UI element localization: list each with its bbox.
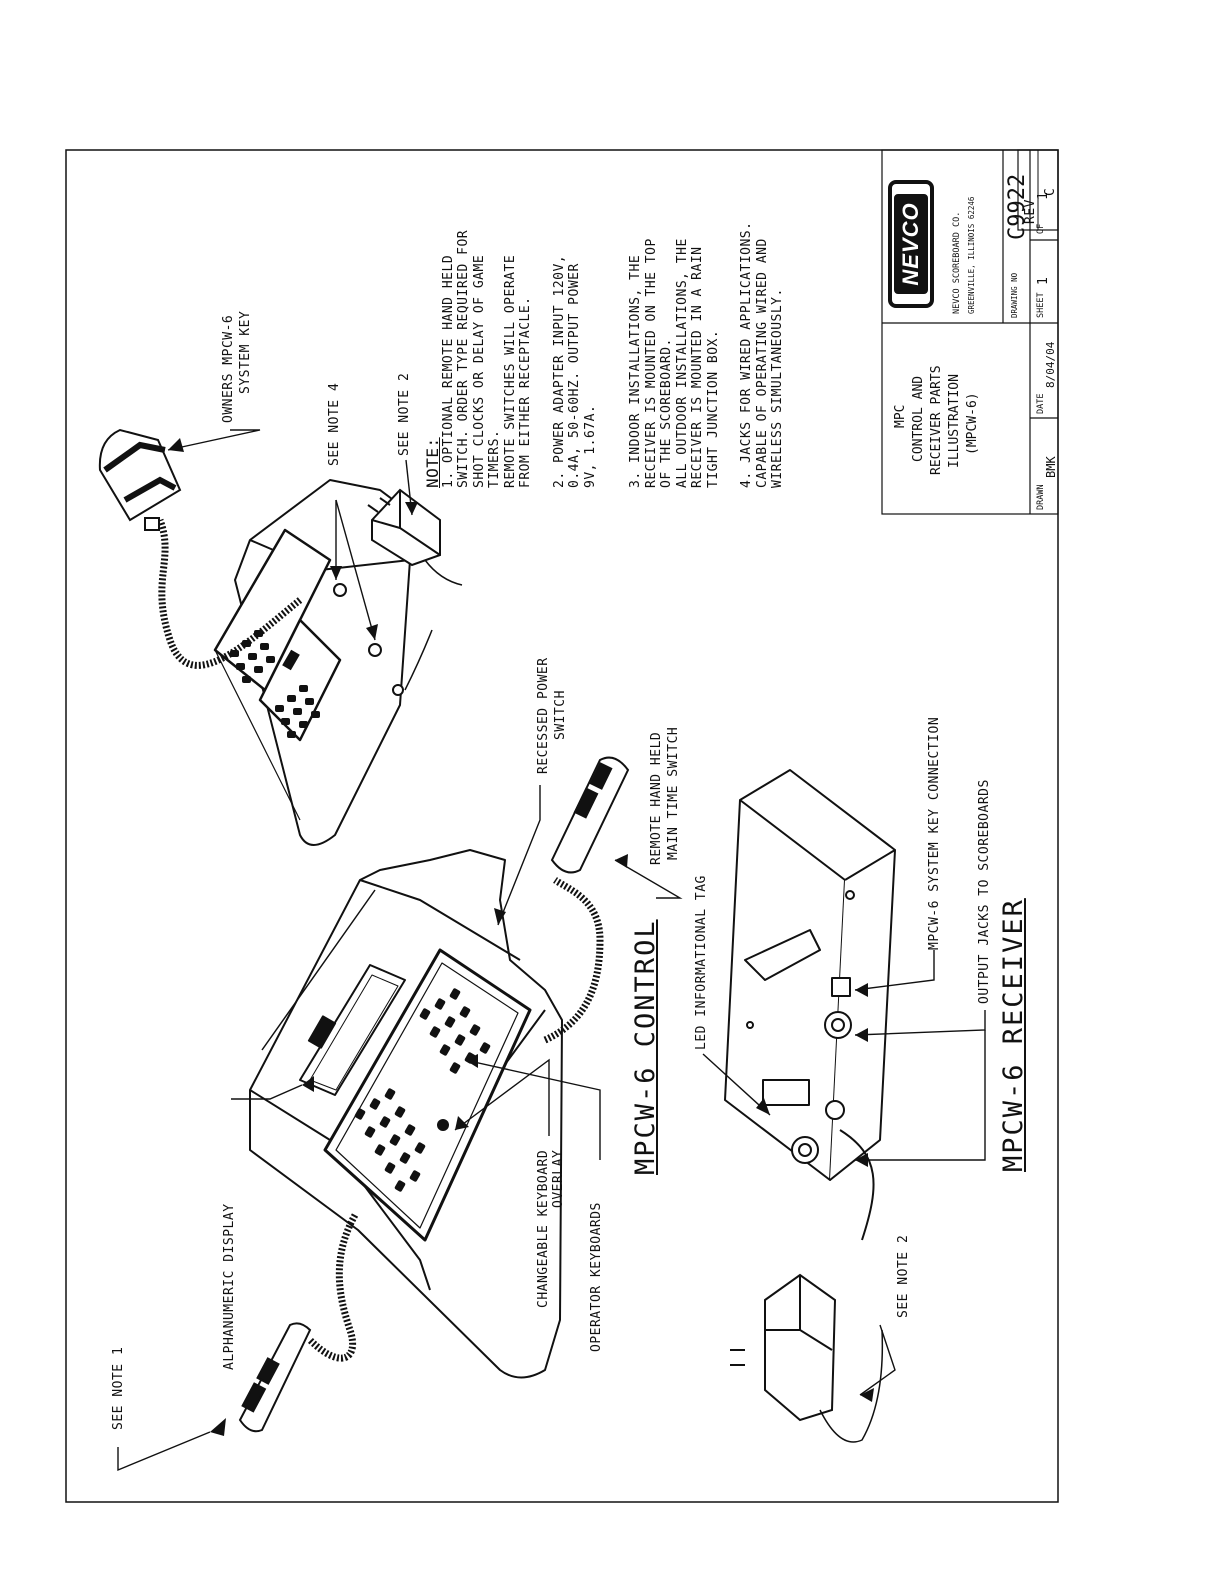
leader-lines bbox=[117, 429, 986, 1472]
control-console-illustration bbox=[249, 849, 604, 1379]
callout-changeable-keyboard-line1: CHANGEABLE KEYBOARD bbox=[536, 1149, 551, 1308]
note-2-line-3: 9V, 1.67A. bbox=[582, 404, 598, 488]
callout-see-note-2-lower: SEE NOTE 2 bbox=[896, 1234, 911, 1318]
of-label: OF bbox=[1036, 223, 1046, 234]
callout-changeable-keyboard-line2: OVERLAY bbox=[551, 1149, 566, 1208]
nevco-logo: NEVCO bbox=[888, 180, 934, 308]
sheet-label: SHEET bbox=[1036, 292, 1046, 318]
sheet-value: 1 bbox=[1036, 277, 1051, 285]
drawing-no-label: DRAWING NO bbox=[1010, 272, 1019, 318]
note-4-line-1: 4. JACKS FOR WIRED APPLICATIONS. bbox=[739, 221, 754, 488]
receiver-illustration bbox=[724, 769, 896, 1241]
note-1-line-1: 1. OPTIONAL REMOTE HAND HELD bbox=[440, 254, 456, 488]
note-2-line-2: 0.4A, 50-60HZ. OUTPUT POWER bbox=[567, 263, 582, 488]
title-line-4: ILLUSTRATION bbox=[947, 374, 962, 468]
heading-control: MPCW-6 CONTROL bbox=[630, 919, 661, 1175]
drawn-value: BMK bbox=[1044, 456, 1058, 478]
callout-owners-key-line2: SYSTEM KEY bbox=[238, 310, 253, 394]
callout-operator-keyboards: OPERATOR KEYBOARDS bbox=[589, 1202, 604, 1352]
title-line-3: RECEIVER PARTS bbox=[929, 365, 944, 475]
callout-owners-key-line1: OWNERS MPCW-6 bbox=[221, 314, 236, 423]
date-label: DATE bbox=[1036, 393, 1046, 414]
callout-alphanumeric-display: ALPHANUMERIC DISPLAY bbox=[222, 1203, 237, 1370]
logo-text: NEVCO bbox=[894, 194, 928, 294]
note-1-line-4: TIMERS. bbox=[487, 429, 502, 488]
owners-system-key bbox=[98, 428, 182, 531]
title-line-2: CONTROL AND bbox=[911, 375, 926, 462]
company-city: GREENVILLE, ILLINOIS 62246 bbox=[967, 196, 976, 314]
of-value: 1 bbox=[1036, 192, 1051, 200]
callout-output-jacks: OUTPUT JACKS TO SCOREBOARDS bbox=[977, 779, 992, 1004]
callout-recessed-power-line2: SWITCH bbox=[553, 690, 568, 740]
title-line-5: (MPCW-6) bbox=[965, 392, 980, 455]
notes-block: NOTE: 1. OPTIONAL REMOTE HAND HELD SWITC… bbox=[423, 148, 786, 488]
callout-see-note-1: SEE NOTE 1 bbox=[111, 1346, 126, 1430]
note-2-line-1: 2. POWER ADAPTER INPUT 120V, bbox=[551, 254, 567, 488]
callout-see-note-4: SEE NOTE 4 bbox=[327, 382, 342, 466]
callout-system-key-connection: MPCW-6 SYSTEM KEY CONNECTION bbox=[927, 716, 942, 950]
note-1-line-6: FROM EITHER RECEPTACLE. bbox=[518, 296, 533, 488]
callout-recessed-power-line1: RECESSED POWER bbox=[536, 657, 551, 774]
lower-power-adapter bbox=[730, 1273, 884, 1443]
left-hand-held-switch bbox=[238, 1322, 312, 1433]
title-line-1: MPC bbox=[893, 404, 908, 428]
date-value: 8/04/04 bbox=[1044, 341, 1057, 388]
callout-remote-hand-held-line2: MAIN TIME SWITCH bbox=[666, 726, 681, 860]
note-3-line-5: RECEIVER IS MOUNTED IN A RAIN bbox=[690, 246, 705, 488]
callout-led-informational-tag: LED INFORMATIONAL TAG bbox=[694, 875, 709, 1050]
note-1-line-5: REMOTE SWITCHES WILL OPERATE bbox=[502, 254, 518, 488]
note-3-line-1: 3. INDOOR INSTALLATIONS, THE bbox=[628, 254, 643, 488]
leader-arrowheads bbox=[168, 438, 874, 1436]
note-1-line-3: SHOT CLOCKS OR DELAY OF GAME bbox=[471, 254, 487, 488]
drawing-no-value: C9922 bbox=[1005, 173, 1030, 240]
note-1-line-2: SWITCH. ORDER TYPE REQUIRED FOR bbox=[456, 229, 471, 488]
sheet-border bbox=[65, 149, 1059, 1503]
drawn-label: DRAWN bbox=[1036, 484, 1046, 510]
notes-heading: NOTE: bbox=[423, 437, 442, 488]
title-block-frame bbox=[881, 149, 1059, 515]
upper-console-illustration bbox=[156, 479, 433, 846]
note-3-line-3: OF THE SCOREBOARD. bbox=[659, 338, 674, 488]
company-name: NEVCO SCOREBOARD CO. bbox=[952, 211, 962, 314]
upper-power-adapter bbox=[367, 488, 463, 586]
callout-remote-hand-held-line1: REMOTE HAND HELD bbox=[649, 731, 664, 865]
note-3-line-2: RECEIVER IS MOUNTED ON THE TOP bbox=[643, 238, 659, 488]
note-4-line-3: WIRELESS SIMULTANEOUSLY. bbox=[770, 288, 785, 488]
remote-main-time-switch bbox=[550, 756, 630, 874]
note-3-line-6: TIGHT JUNCTION BOX. bbox=[705, 329, 721, 488]
heading-receiver: MPCW-6 RECEIVER bbox=[998, 898, 1029, 1172]
note-4-line-2: CAPABLE OF OPERATING WIRED AND bbox=[754, 238, 770, 488]
note-3-line-4: ALL OUTDOOR INSTALLATIONS, THE bbox=[674, 238, 690, 488]
callout-see-note-2-upper: SEE NOTE 2 bbox=[397, 372, 412, 456]
